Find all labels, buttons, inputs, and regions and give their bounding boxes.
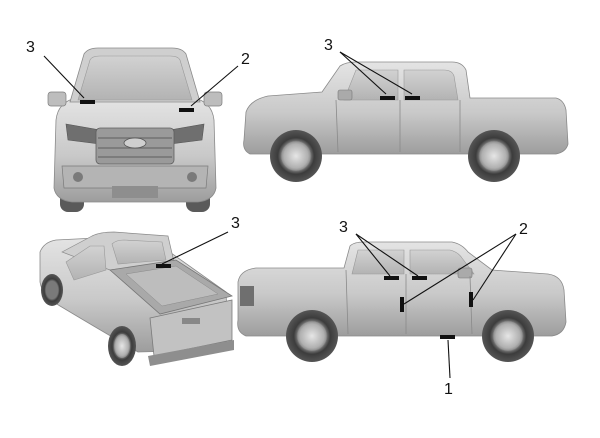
truck-side-view-bottom — [237, 241, 567, 362]
callout-front-right: 2 — [241, 51, 250, 68]
truck-side-view-top — [243, 61, 569, 182]
callout-rear-top: 3 — [231, 215, 240, 232]
callout-side-bottom-under: 1 — [444, 381, 453, 398]
callout-side-bottom-left: 3 — [339, 219, 348, 236]
truck-rear-view — [39, 231, 234, 366]
callout-side-top: 3 — [324, 37, 333, 54]
callout-front-left: 3 — [26, 39, 35, 56]
callout-side-bottom-right: 2 — [519, 221, 528, 238]
truck-front-view — [47, 47, 223, 212]
callout-leaders — [43, 51, 517, 379]
